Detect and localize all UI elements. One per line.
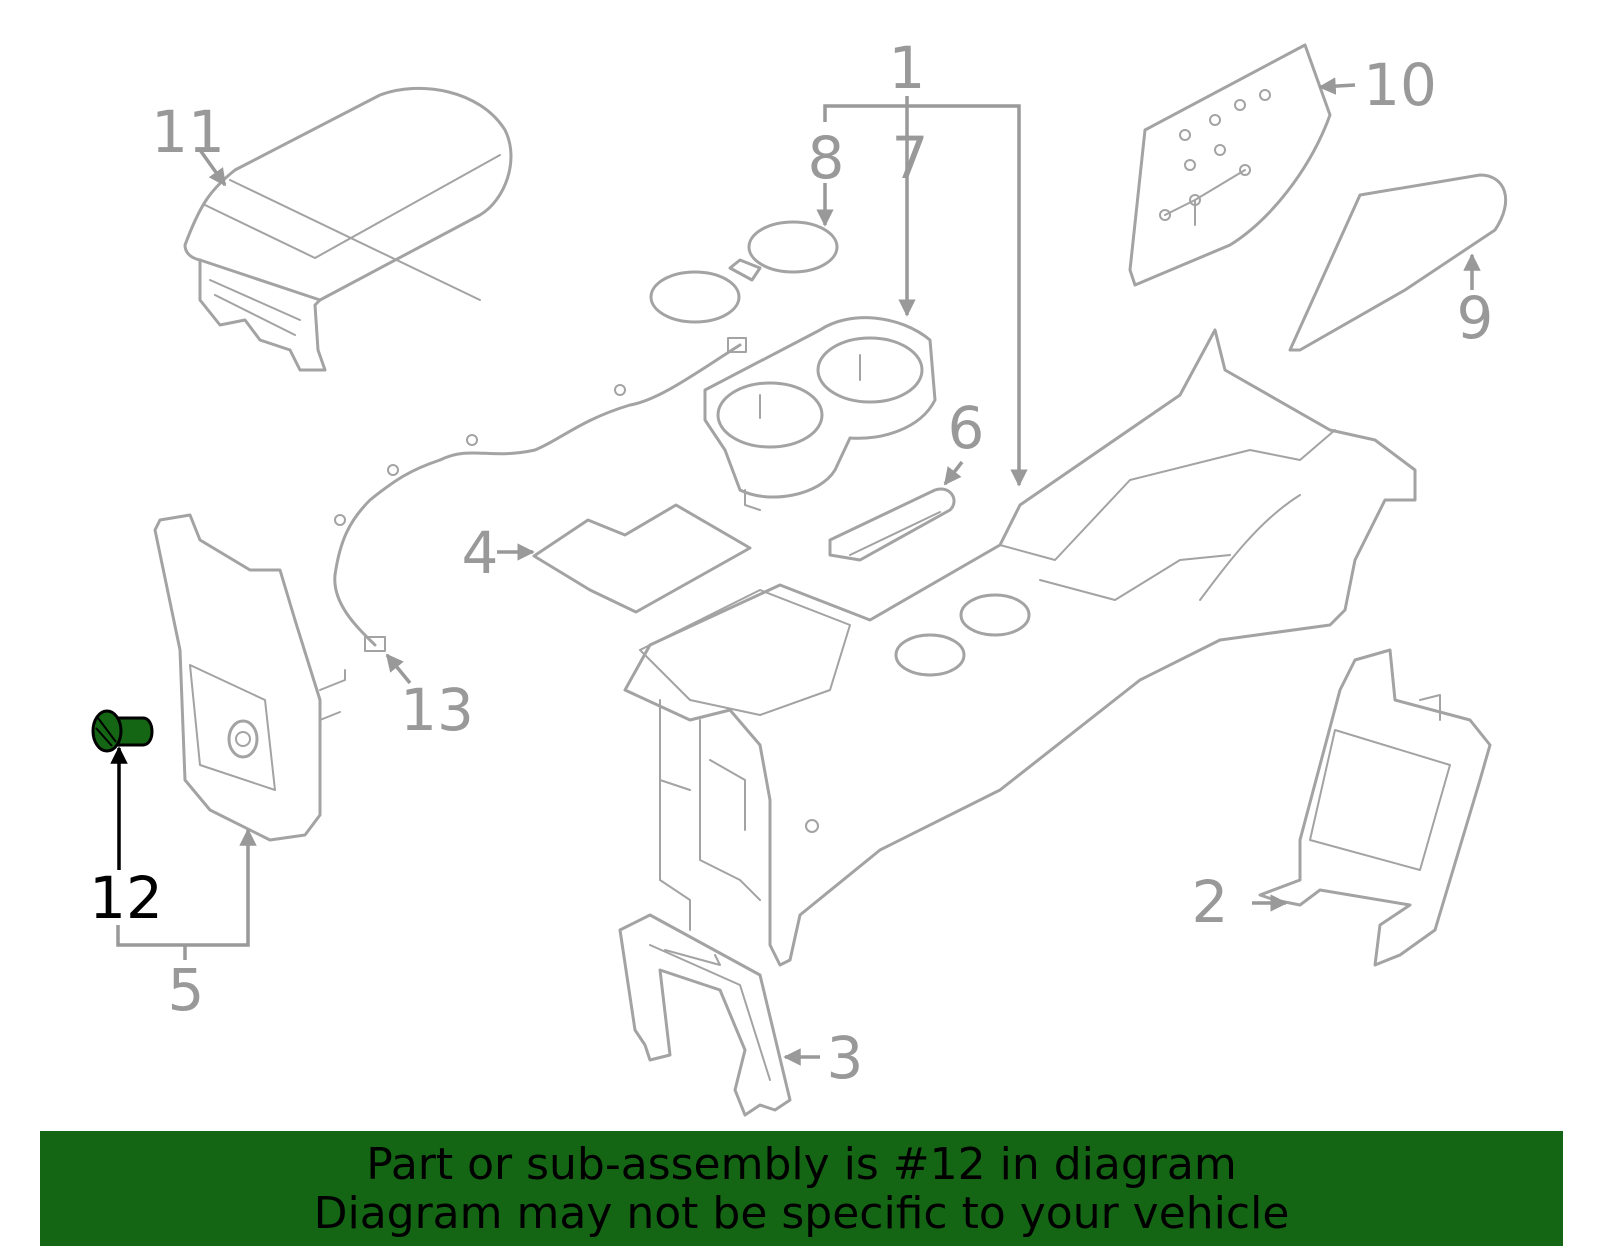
- garnish-strip-part[interactable]: [828, 487, 956, 562]
- callout-2: 2: [1192, 868, 1229, 936]
- bracket-right-part[interactable]: [1258, 648, 1492, 967]
- callout-7: 7: [892, 124, 929, 192]
- leader-lines: [110, 77, 1481, 1066]
- banner-line-disclaimer: Diagram may not be specific to your vehi…: [313, 1187, 1290, 1239]
- banner-line-part-number: Part or sub-assembly is #12 in diagram: [366, 1138, 1237, 1190]
- callout-13: 13: [400, 676, 474, 744]
- console-mat-part[interactable]: [532, 503, 752, 614]
- info-banner: Part or sub-assembly is #12 in diagram D…: [40, 1131, 1563, 1246]
- callout-11: 11: [151, 98, 225, 166]
- armrest-lid-part[interactable]: [183, 86, 513, 372]
- wiring-harness-part[interactable]: [333, 337, 747, 652]
- callout-4: 4: [462, 519, 499, 587]
- callout-5: 5: [168, 956, 205, 1024]
- side-cover-part[interactable]: [1288, 173, 1508, 352]
- cupholder-mat-part[interactable]: [649, 220, 839, 324]
- console-body-part[interactable]: [623, 328, 1417, 967]
- rear-panel-part[interactable]: [153, 513, 346, 842]
- callout-9: 9: [1457, 284, 1494, 352]
- callout-8: 8: [808, 124, 845, 192]
- callout-12-selected: 12: [89, 864, 163, 932]
- bracket-front-part[interactable]: [618, 913, 792, 1117]
- cupholder-part[interactable]: [703, 316, 937, 511]
- side-panel-part[interactable]: [1128, 43, 1332, 287]
- callout-3: 3: [827, 1024, 864, 1092]
- callout-1: 1: [889, 34, 926, 102]
- callout-10: 10: [1363, 51, 1437, 119]
- callout-6: 6: [948, 394, 985, 462]
- clip-part-12-highlighted[interactable]: [91, 709, 154, 753]
